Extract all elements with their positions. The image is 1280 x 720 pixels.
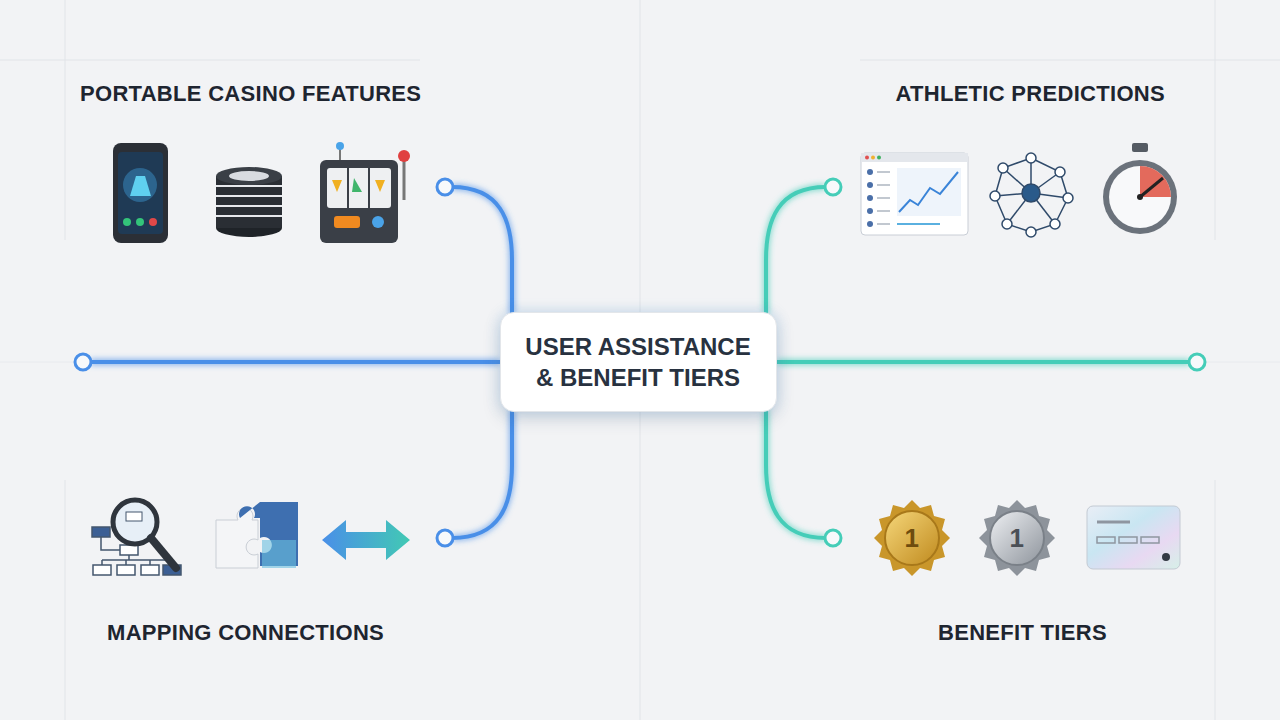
chip-stack-icon: [216, 167, 282, 237]
stopwatch-icon: [1103, 143, 1177, 234]
network-icon: [990, 153, 1073, 237]
center-box: USER ASSISTANCE & BENEFIT TIERS: [500, 312, 777, 412]
flowchart-magnifier-icon: [92, 500, 181, 575]
medal-number: 1: [905, 523, 920, 554]
section-heading: PORTABLE CASINO FEATURES: [80, 81, 421, 107]
holographic-card-icon: [1087, 506, 1180, 569]
phone-icon: [113, 143, 168, 243]
section-heading: BENEFIT TIERS: [938, 620, 1107, 646]
section-heading: ATHLETIC PREDICTIONS: [895, 81, 1165, 107]
slot-machine-icon: [320, 142, 410, 243]
medal-number: 1: [1010, 523, 1025, 554]
chart-window-icon: [861, 153, 968, 235]
section-heading: MAPPING CONNECTIONS: [107, 620, 384, 646]
branch-lines: [90, 187, 1190, 538]
end-dots: [75, 179, 1205, 546]
gold-medal-icon: [874, 500, 950, 576]
box-text: USER ASSISTANCE & BENEFIT TIERS: [519, 331, 758, 393]
puzzle-icon: [216, 502, 298, 568]
double-arrow-icon: [322, 520, 410, 560]
silver-medal-icon: [979, 500, 1055, 576]
